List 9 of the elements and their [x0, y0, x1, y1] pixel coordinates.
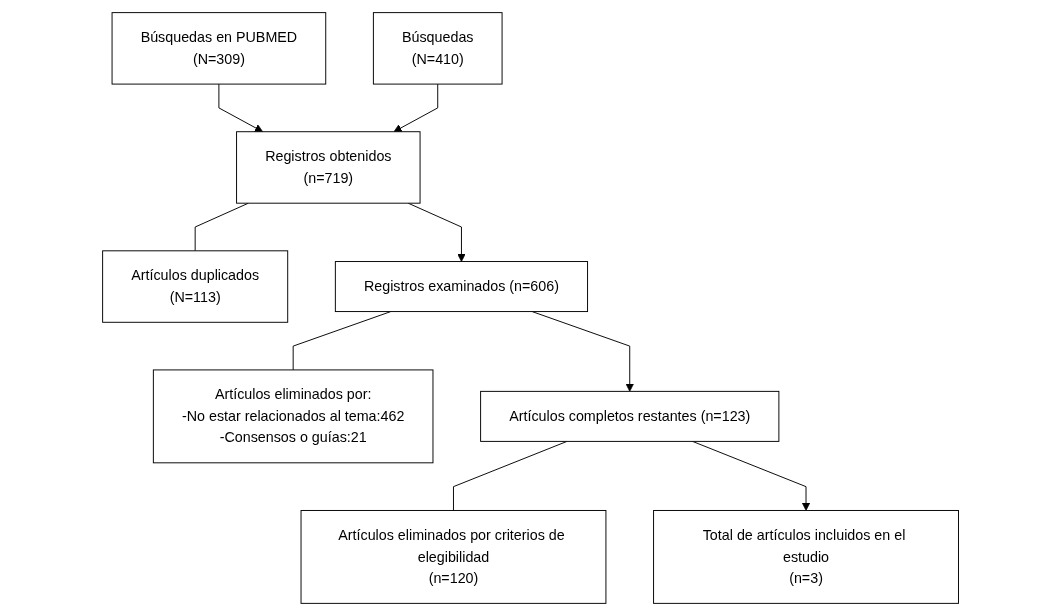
node-box: Total de artículos incluidos en el estudio (n=3): [653, 510, 960, 604]
node-box: Artículos eliminados por: -No estar relacionados al tema:462 -Consensos o guías:21: [153, 369, 434, 464]
node-box: Registros obtenidos (n=719): [236, 131, 421, 204]
node-box: Artículos eliminados por criterios de elegibilidad (n=120): [301, 510, 607, 604]
node-box: Búsquedas en PUBMED (N=309): [112, 12, 327, 85]
node-box: Artículos duplicados (N=113): [102, 250, 289, 323]
node-box: Registros examinados (n=606): [335, 261, 589, 313]
node-box: Artículos completos restantes (n=123): [480, 390, 780, 442]
node-box: Búsquedas (N=410): [373, 12, 503, 85]
